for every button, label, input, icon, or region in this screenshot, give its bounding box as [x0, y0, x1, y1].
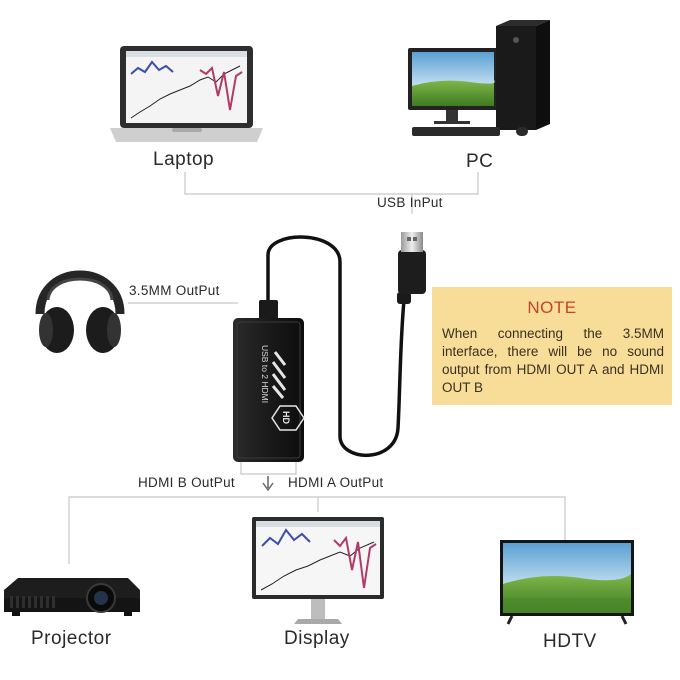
connector-lines: [68, 172, 566, 564]
hdmi-a-output-label: HDMI A OutPut: [288, 475, 384, 490]
down-arrow-icon: [262, 476, 274, 492]
hd-logo-icon: [271, 405, 305, 431]
note-box: NOTE When connecting the 3.5MM interface…: [432, 287, 672, 405]
adapter-stripes: [271, 351, 287, 399]
laptop-label: Laptop: [153, 149, 215, 170]
hd-logo-text: HD: [281, 411, 291, 424]
hdtv-label: HDTV: [543, 631, 597, 652]
display-illustration: [252, 517, 384, 624]
pc-illustration: [408, 20, 550, 136]
hdtv-illustration: [500, 540, 634, 625]
adapter-print: USB to 2 HDMI: [260, 345, 270, 403]
audio-output-label: 3.5MM OutPut: [129, 283, 220, 298]
usb-input-label: USB InPut: [377, 195, 443, 210]
laptop-illustration: [110, 46, 263, 142]
projector-illustration: [4, 578, 140, 616]
display-label: Display: [284, 628, 350, 649]
note-body: When connecting the 3.5MM interface, the…: [442, 326, 664, 395]
headphones-illustration: [35, 270, 125, 353]
projector-label: Projector: [31, 628, 112, 649]
pc-label: PC: [466, 151, 494, 172]
note-title: NOTE: [527, 298, 577, 317]
hdmi-b-output-label: HDMI B OutPut: [138, 475, 235, 490]
usb-hdmi-adapter: USB to 2 HDMI HD: [233, 232, 426, 462]
